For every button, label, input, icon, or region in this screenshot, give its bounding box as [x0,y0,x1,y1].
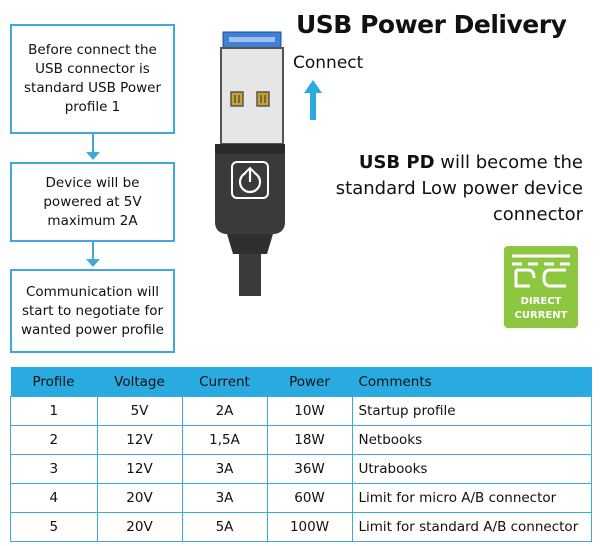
cell-profile: 5 [10,512,98,542]
flow-step-1: Before connect the USB connector is stan… [10,24,175,134]
table-header-row: Profile Voltage Current Power Comments [10,367,592,397]
table-row: 2 12V 1,5A 18W Netbooks [10,425,592,455]
cell-voltage: 12V [96,425,183,455]
cell-profile: 3 [10,454,98,484]
header-power: Power [267,367,353,397]
cell-voltage: 20V [96,512,183,542]
cell-power: 10W [266,396,353,426]
usb-pd-line3: connector [492,204,583,225]
flow-connector-2 [92,242,94,261]
cell-profile: 2 [10,425,98,455]
connect-label: Connect [293,53,364,73]
arrow-down-icon [86,152,100,160]
arrow-up-icon [304,80,322,120]
table-row: 5 20V 5A 100W Limit for standard A/B con… [10,512,592,542]
cell-current: 3A [181,454,268,484]
power-profile-table: Profile Voltage Current Power Comments 1… [10,367,592,542]
badge-line1: DIRECT [520,296,562,307]
usb-pd-line2: standard Low power device [335,178,583,199]
cell-voltage: 12V [96,454,183,484]
cell-power: 18W [266,425,353,455]
table-row: 4 20V 3A 60W Limit for micro A/B connect… [10,483,592,513]
direct-current-icon [512,254,570,288]
cell-profile: 1 [10,396,98,426]
cell-comments: Netbooks [351,425,592,455]
cell-power: 100W [266,512,353,542]
flow-step-3: Communication will start to negotiate fo… [10,269,175,353]
cell-power: 60W [266,483,353,513]
page-title: USB Power Delivery [296,10,567,39]
cell-comments: Limit for micro A/B connector [351,483,592,513]
cell-current: 3A [181,483,268,513]
arrow-down-icon [86,259,100,267]
direct-current-badge: DIRECT CURRENT [504,246,578,328]
cell-comments: Startup profile [351,396,592,426]
table-row: 1 5V 2A 10W Startup profile [10,396,592,426]
cell-current: 2A [181,396,268,426]
flow-connector-1 [92,134,94,154]
cell-current: 5A [181,512,268,542]
usb-pd-line1: will become the [434,152,583,173]
cell-comments: Limit for standard A/B connector [351,512,592,542]
cell-profile: 4 [10,483,98,513]
flow-step-2: Device will be powered at 5V maximum 2A [10,162,175,242]
table-row: 3 12V 3A 36W Utrabooks [10,454,592,484]
cell-power: 36W [266,454,353,484]
usb-pd-bold: USB PD [358,152,435,173]
header-comments: Comments [352,367,592,397]
header-current: Current [182,367,268,397]
cell-current: 1,5A [181,425,268,455]
usb-pd-description: USB PD will become the standard Low powe… [303,150,583,228]
cell-voltage: 20V [96,483,183,513]
usb-connector-icon [215,31,285,296]
cell-voltage: 5V [96,396,183,426]
header-voltage: Voltage [97,367,183,397]
header-profile: Profile [10,367,98,397]
badge-line2: CURRENT [514,310,568,321]
cell-comments: Utrabooks [351,454,592,484]
